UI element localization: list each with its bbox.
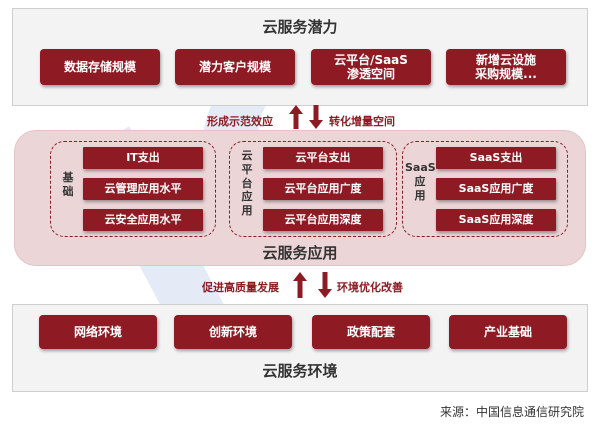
potential-panel: 云服务潜力 数据存储规模 潜力客户规模 云平台/SaaS 渗透空间 新增云设施 … bbox=[12, 8, 588, 106]
saas-item-breadth: SaaS应用广度 bbox=[436, 178, 556, 200]
arrow-label-high-quality: 促进高质量发展 bbox=[202, 281, 279, 294]
environment-panel: 网络环境 创新环境 政策配套 产业基础 云服务环境 bbox=[12, 304, 588, 392]
source-note: 来源：中国信息通信研究院 bbox=[439, 405, 584, 419]
env-item-innovation: 创新环境 bbox=[174, 315, 292, 349]
env-item-industry: 产业基础 bbox=[449, 315, 567, 349]
environment-title: 云服务环境 bbox=[262, 362, 338, 380]
platform-item-depth: 云平台应用深度 bbox=[263, 209, 383, 231]
arrow-label-demo-effect: 形成示范效应 bbox=[207, 115, 273, 128]
group-basic bbox=[50, 141, 216, 237]
env-item-network: 网络环境 bbox=[39, 315, 157, 349]
basic-item-cloud-security: 云安全应用水平 bbox=[83, 209, 203, 231]
basic-item-cloud-mgmt: 云管理应用水平 bbox=[83, 178, 203, 200]
env-item-policy: 政策配套 bbox=[312, 315, 430, 349]
platform-item-spend: 云平台支出 bbox=[263, 147, 383, 169]
potential-title: 云服务潜力 bbox=[262, 18, 338, 36]
group-basic-label: 基 础 bbox=[62, 171, 74, 198]
basic-item-it-spend: IT支出 bbox=[83, 147, 203, 169]
potential-item-customers: 潜力客户规模 bbox=[175, 49, 295, 85]
application-panel: 基 础 IT支出 云管理应用水平 云安全应用水平 云 平 台 应 用 云平台支出… bbox=[14, 130, 586, 266]
up-arrow-icon bbox=[289, 105, 303, 129]
potential-item-storage: 数据存储规模 bbox=[40, 49, 160, 85]
saas-item-depth: SaaS应用深度 bbox=[436, 209, 556, 231]
down-arrow-icon bbox=[318, 272, 332, 298]
down-arrow-icon bbox=[309, 105, 323, 129]
potential-item-procurement: 新增云设施 采购规模... bbox=[446, 49, 566, 85]
group-cloud-platform-label: 云 平 台 应 用 bbox=[241, 149, 253, 217]
platform-item-breadth: 云平台应用广度 bbox=[263, 178, 383, 200]
saas-item-spend: SaaS支出 bbox=[436, 147, 556, 169]
group-saas-label: SaaS 应 用 bbox=[405, 161, 436, 202]
group-cloud-platform bbox=[229, 141, 397, 237]
up-arrow-icon bbox=[293, 272, 307, 298]
arrow-label-environment: 环境优化改善 bbox=[337, 281, 403, 294]
potential-item-penetration: 云平台/SaaS 渗透空间 bbox=[311, 49, 431, 85]
application-title: 云服务应用 bbox=[262, 244, 338, 262]
group-saas bbox=[402, 141, 568, 237]
arrow-label-incremental-space: 转化增量空间 bbox=[329, 115, 395, 128]
